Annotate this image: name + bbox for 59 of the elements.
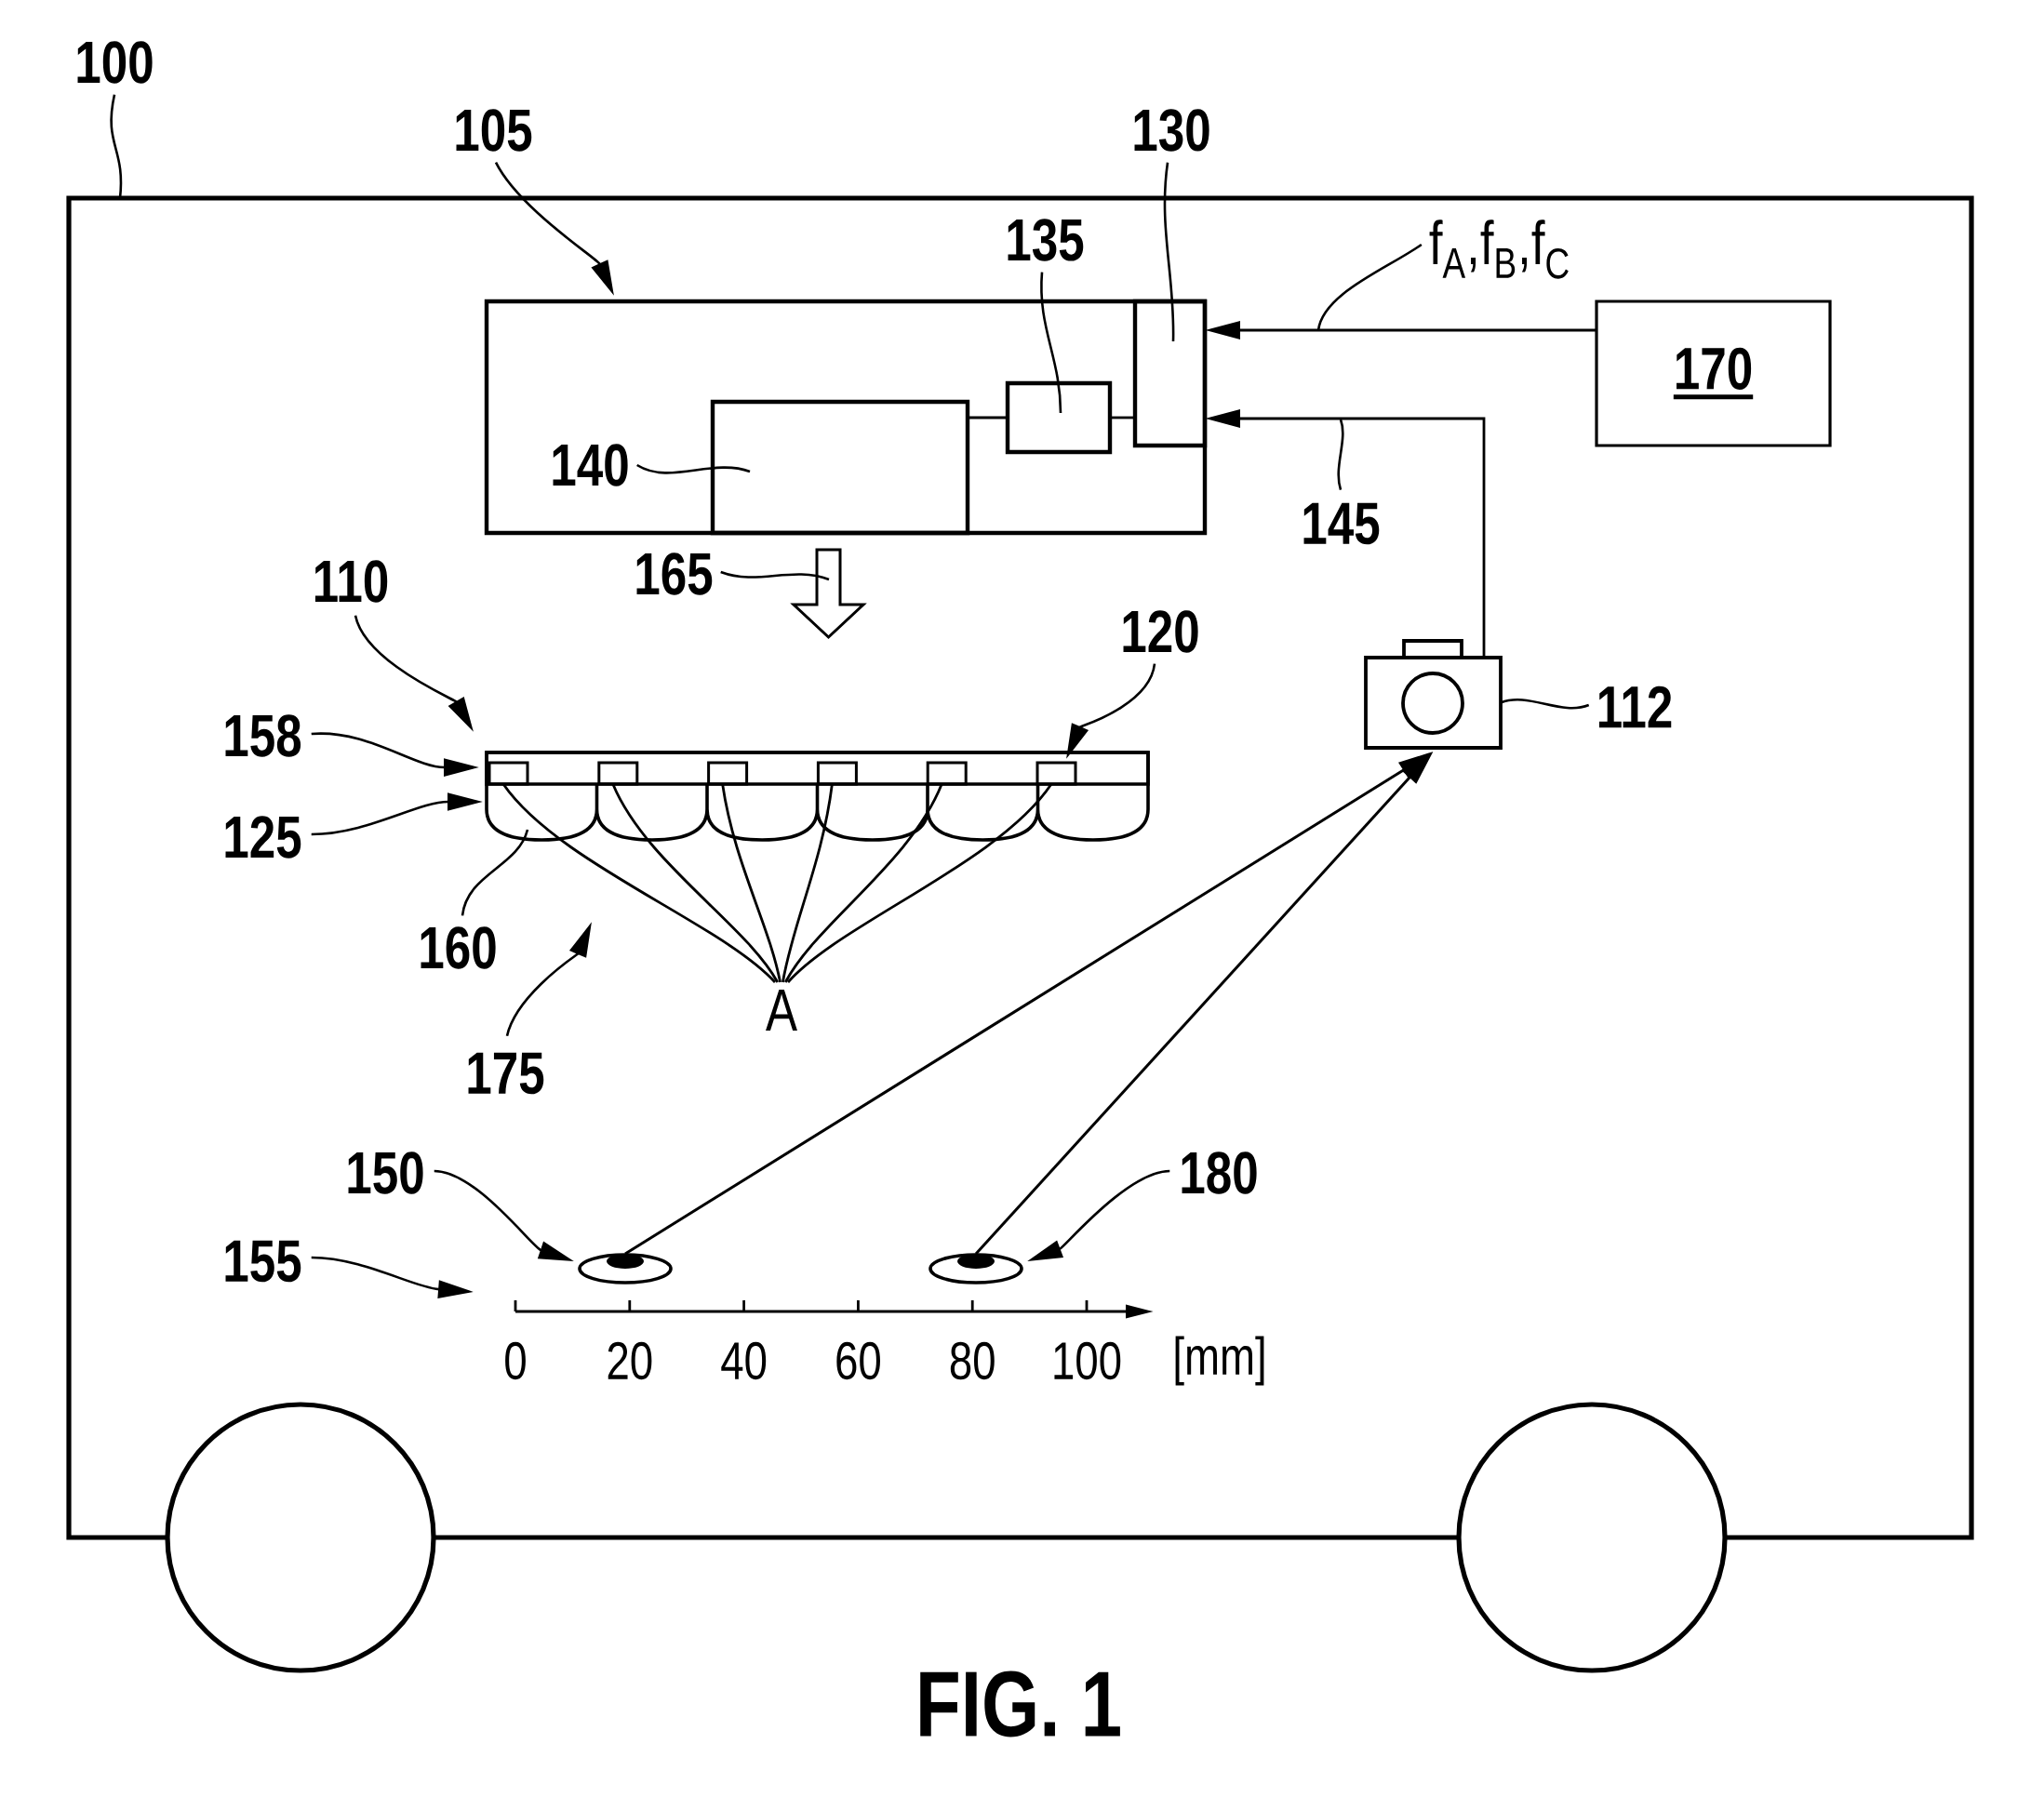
connector-line xyxy=(1110,416,1135,419)
leader-line xyxy=(1316,243,1423,331)
reference-numeral: 140 xyxy=(553,444,628,486)
tick-label: 100 xyxy=(1054,1341,1121,1380)
tick-label: 20 xyxy=(608,1341,652,1380)
block-box xyxy=(1005,380,1113,455)
reference-numeral: 125 xyxy=(225,816,301,859)
tick-label: 40 xyxy=(721,1341,767,1380)
light-ray xyxy=(721,783,782,983)
signal-label: f$_{A}$,f$_{B}$,f$_{C}$ xyxy=(1429,220,1569,279)
reference-numeral: 135 xyxy=(1008,219,1084,261)
leader-line xyxy=(1500,699,1590,710)
leader-line xyxy=(636,463,751,474)
unit-label: [mm] xyxy=(1175,1336,1264,1386)
reference-numeral: 150 xyxy=(348,1151,423,1194)
reference-numeral: 105 xyxy=(456,109,532,152)
reference-numeral: 110 xyxy=(314,560,388,603)
led-chip xyxy=(488,761,529,786)
block-box xyxy=(1132,299,1208,448)
hollow-arrow xyxy=(790,548,867,640)
labeled-box: 170 xyxy=(1595,300,1832,447)
block-box xyxy=(484,299,1208,536)
light-ray xyxy=(787,783,1053,983)
reference-numeral: 160 xyxy=(421,926,496,969)
reference-numeral: 120 xyxy=(1123,610,1198,653)
led-chip xyxy=(707,761,749,786)
reference-numeral: 100 xyxy=(77,41,153,84)
figure-caption: FIG. 1 xyxy=(920,1671,1120,1737)
led-chip xyxy=(597,761,639,786)
reference-numeral: 180 xyxy=(1182,1151,1257,1194)
tick-label: 80 xyxy=(950,1341,995,1380)
connector-line xyxy=(968,416,1008,419)
reference-numeral: 155 xyxy=(225,1240,301,1283)
reference-numeral: 158 xyxy=(225,714,301,757)
light-ray xyxy=(611,783,779,983)
reference-numeral: 112 xyxy=(1598,686,1672,728)
leader-line xyxy=(1040,272,1062,414)
tick-label: 0 xyxy=(505,1341,526,1380)
carrier-strip xyxy=(485,751,1150,786)
camera-icon xyxy=(1364,639,1503,750)
point-label: A xyxy=(766,990,797,1031)
leader-line xyxy=(1337,419,1344,490)
reference-numeral: 130 xyxy=(1134,109,1209,152)
leader-line xyxy=(720,570,830,581)
eye-icon xyxy=(928,1253,1023,1285)
led-chip xyxy=(926,761,968,786)
leader-line xyxy=(110,94,123,199)
light-ray xyxy=(782,783,834,983)
reference-numeral: 175 xyxy=(468,1052,544,1095)
reference-numeral: 165 xyxy=(636,552,713,595)
leader-line xyxy=(461,829,529,916)
leader-line xyxy=(1163,162,1175,341)
led-chip xyxy=(816,761,858,786)
led-chip xyxy=(1035,761,1077,786)
block-box xyxy=(710,399,970,536)
eye-icon xyxy=(578,1253,673,1285)
light-ray xyxy=(784,783,943,983)
reference-numeral: 145 xyxy=(1303,502,1380,545)
tick-label: 60 xyxy=(836,1341,880,1380)
